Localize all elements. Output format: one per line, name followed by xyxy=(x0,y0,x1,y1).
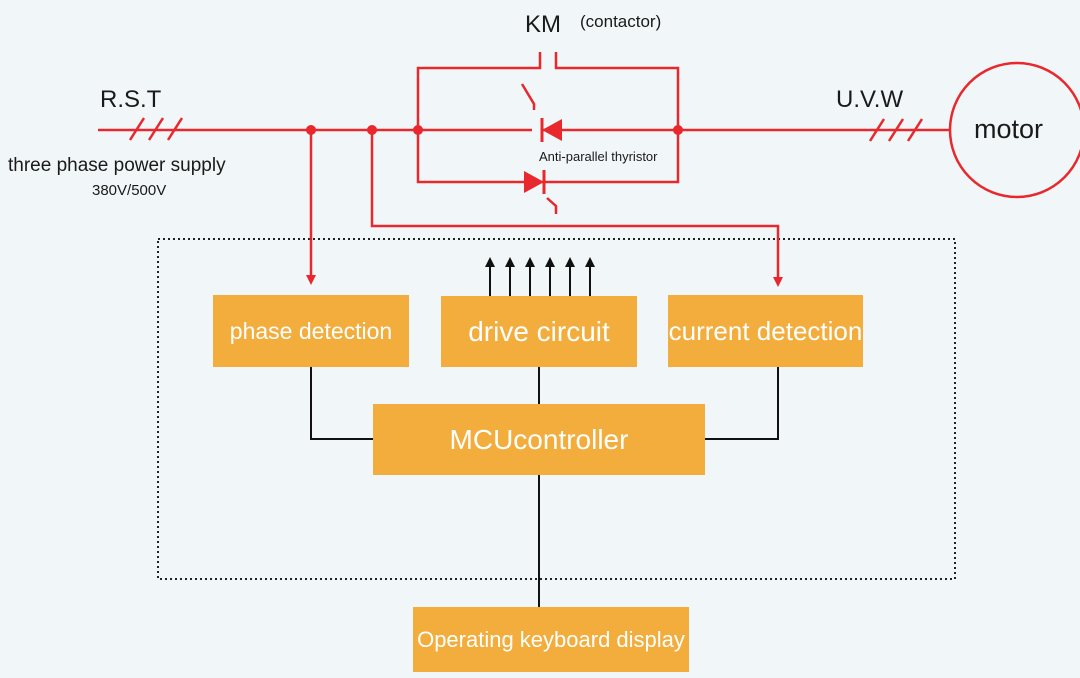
three-phase-ticks-output xyxy=(868,118,924,142)
three-phase-ticks-input xyxy=(128,117,184,141)
voltage-label: 380V/500V xyxy=(92,182,167,199)
power-lines xyxy=(98,52,950,287)
thyristor-label: Anti-parallel thyristor xyxy=(539,149,658,164)
mcu-controller-block: MCUcontroller xyxy=(373,404,705,475)
uvw-label: U.V.W xyxy=(836,86,904,113)
phase-detection-block: phase detection xyxy=(213,295,409,367)
drive-output-arrows xyxy=(485,257,595,296)
motor-symbol xyxy=(948,61,1080,199)
keyboard-display-block: Operating keyboard display xyxy=(413,607,689,672)
thyristor-top-icon xyxy=(540,118,562,142)
control-lines xyxy=(310,367,779,607)
drive-circuit-block: drive circuit xyxy=(441,296,637,367)
controller-enclosure xyxy=(157,238,956,580)
km-label: KM xyxy=(525,11,561,38)
junction-dots xyxy=(306,125,683,135)
contactor-label: (contactor) xyxy=(580,12,662,31)
motor-label: motor xyxy=(974,114,1044,144)
power-supply-label: three phase power supply xyxy=(8,155,226,176)
rst-label: R.S.T xyxy=(100,86,162,113)
thyristor-bottom-icon xyxy=(524,170,546,194)
current-detection-block: current detection xyxy=(668,295,863,367)
